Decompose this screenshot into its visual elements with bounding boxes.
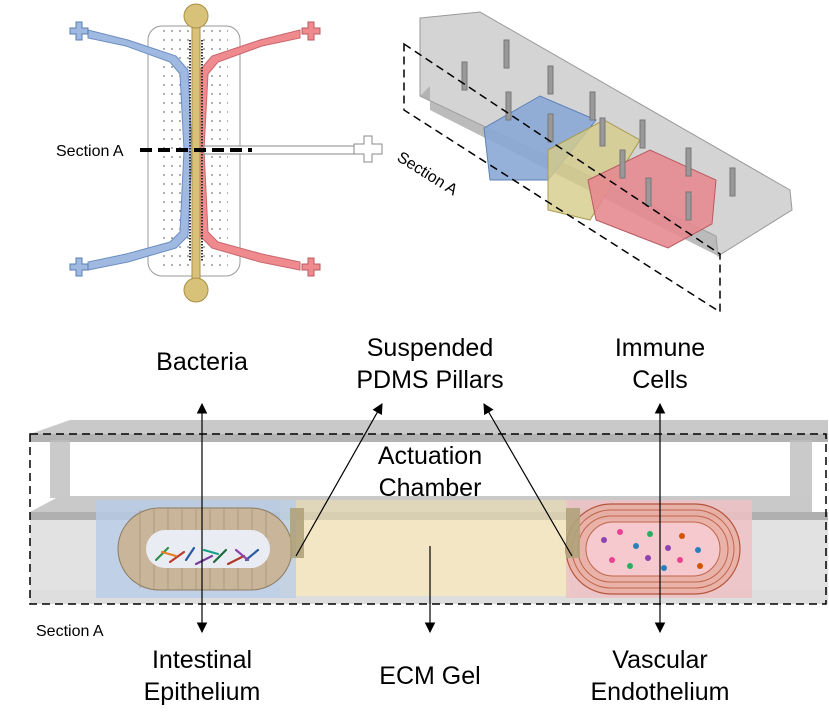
intestinal-lumen	[146, 530, 270, 568]
section-frame	[29, 433, 827, 605]
section-a-label-top-left: Section A	[56, 143, 124, 160]
label-pillars-line1: Suspended	[367, 334, 494, 362]
chip-3d-view: Section A	[394, 11, 793, 314]
cross-section: Bacteria Suspended PDMS Pillars Immune C…	[29, 334, 828, 706]
label-actuation-line2: Chamber	[379, 474, 482, 502]
port-blue-bottom	[69, 257, 89, 277]
arrow-pillar-right	[483, 403, 573, 557]
label-epithelium-line1: Intestinal	[152, 646, 252, 674]
label-immune-line2: Cells	[632, 366, 688, 394]
immune-cells-cluster	[601, 529, 703, 571]
arrow-pillar-left	[295, 403, 383, 557]
ecm-gel-region	[280, 520, 570, 596]
label-ecm-gel: ECM Gel	[379, 662, 480, 690]
section-a-label-bottom: Section A	[36, 623, 104, 640]
section-a-label-top-right: Section A	[394, 149, 461, 199]
label-vascular-line1: Vascular	[612, 646, 707, 674]
label-epithelium-line2: Epithelium	[144, 678, 261, 706]
label-vascular-line2: Endothelium	[591, 678, 730, 706]
ecm-port-top	[183, 3, 209, 29]
epithelial-channel	[87, 29, 193, 271]
pointer-arrows	[196, 402, 666, 634]
label-immune-line1: Immune	[615, 334, 705, 362]
pillars-3d	[461, 39, 736, 221]
ecm-port-bottom	[183, 277, 209, 303]
actuation-inlet	[203, 145, 355, 155]
port-red-top	[301, 21, 321, 41]
port-blue-top	[69, 21, 89, 41]
port-red-bottom	[301, 257, 321, 277]
port-actuation	[353, 135, 383, 163]
ecm-channel	[191, 21, 201, 285]
label-actuation-line1: Actuation	[378, 442, 482, 470]
label-pillars-line2: PDMS Pillars	[356, 366, 503, 394]
chip-layout: Section A	[56, 3, 383, 303]
section-plane	[403, 42, 721, 314]
label-bacteria: Bacteria	[156, 348, 248, 376]
vascular-lumen	[585, 521, 721, 577]
bacteria-cluster	[154, 546, 260, 566]
